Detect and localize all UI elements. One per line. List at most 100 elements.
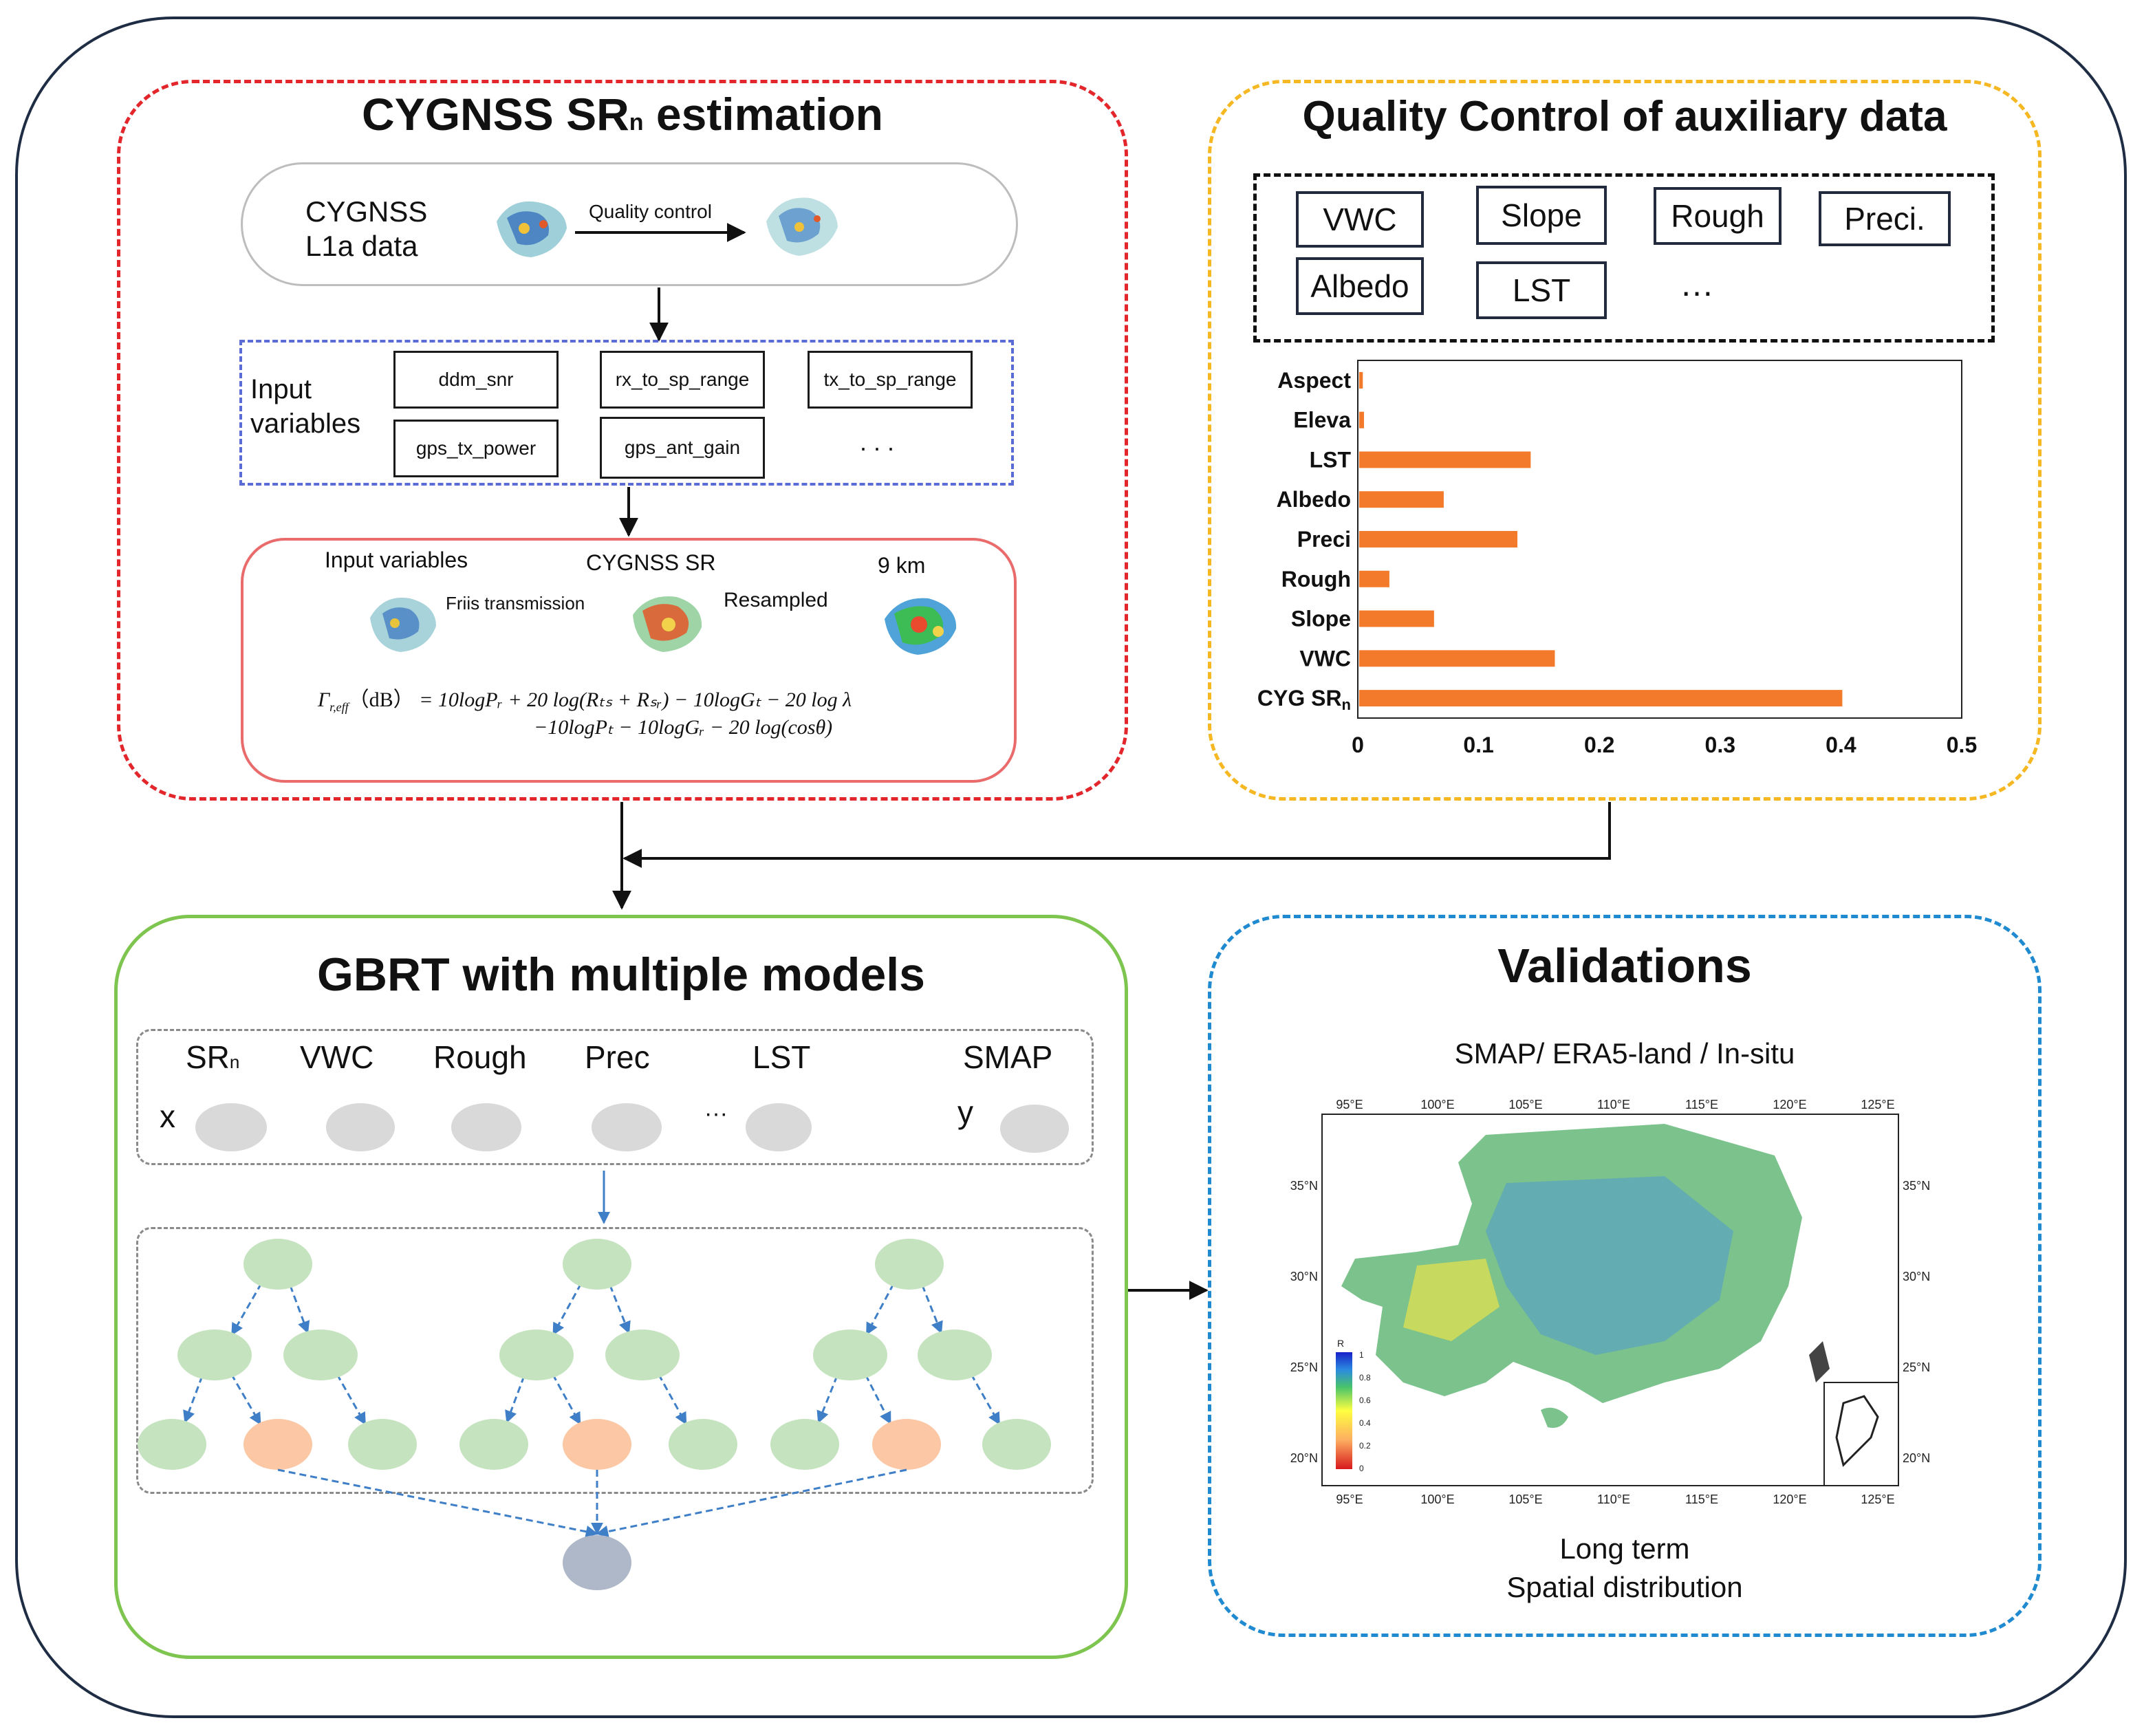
category-label: Eleva (1293, 408, 1351, 433)
tree-root-node (875, 1239, 944, 1290)
l1a-data-block (241, 162, 1018, 286)
resampled-image (885, 598, 957, 655)
gbrt-panel (114, 915, 1128, 1659)
tree-internal-node (283, 1330, 358, 1380)
lon-tick-bottom: 115°E (1685, 1493, 1718, 1506)
step-cygnss-sr: CYGNSS SR (586, 550, 716, 575)
variable-tx-to-sp-range: tx_to_sp_range (808, 351, 973, 409)
lon-tick-bottom: 100°E (1420, 1493, 1454, 1506)
category-label: CYG SRn (1257, 686, 1351, 713)
lat-tick-right: 25°N (1903, 1360, 1930, 1374)
input-variables-block (239, 340, 1014, 486)
qc-swath-image (766, 197, 838, 256)
gbrt-panel-title: GBRT with multiple models (316, 948, 926, 1001)
legend-tick: 0.4 (1359, 1418, 1371, 1428)
qc-panel-title: Quality Control of auxiliary data (1302, 93, 1947, 140)
lon-tick-top: 115°E (1685, 1098, 1718, 1111)
validation-panel (1208, 915, 2042, 1637)
equation-line-1: Γr,eff（dB） = 10logPᵣ + 20 log(Rₜₛ + Rₛᵣ)… (318, 688, 852, 714)
lon-tick-top: 120°E (1773, 1098, 1806, 1111)
taiwan-outline (1809, 1341, 1830, 1382)
legend-title: R (1337, 1338, 1344, 1349)
tree-edge (336, 1374, 367, 1425)
caption-spatial-distribution: Spatial distribution (1506, 1571, 1743, 1603)
validation-map: 95°E95°E100°E100°E105°E105°E110°E110°E11… (1290, 1098, 1930, 1506)
leaf-to-output-edge (277, 1468, 598, 1538)
tree-edge (609, 1284, 631, 1334)
importance-bar (1359, 610, 1434, 627)
tree-internal-node (499, 1330, 574, 1380)
tree-internal-node (605, 1330, 680, 1380)
aux-ellipsis: … (1680, 265, 1714, 303)
x-tick-label: 0.1 (1463, 733, 1493, 757)
x-tick-label: 0.2 (1584, 733, 1614, 757)
tree-edge (865, 1283, 895, 1336)
l1a-swath-image (497, 201, 567, 257)
category-label: Preci (1297, 527, 1351, 552)
quality-control-label: Quality control (589, 201, 712, 222)
variable-gps-ant-gain: gps_ant_gain (600, 417, 765, 479)
tree-internal-node (177, 1330, 252, 1380)
tree-edge (921, 1284, 943, 1334)
tree-leaf-node (770, 1419, 839, 1470)
category-label: VWC (1299, 646, 1351, 671)
lon-tick-top: 125°E (1861, 1098, 1894, 1111)
input-variables-image (370, 597, 436, 652)
legend-tick: 1 (1359, 1350, 1364, 1360)
variable-gps-tx-power: gps_tx_power (393, 420, 559, 477)
outer-frame (15, 17, 2127, 1718)
feature-rough: Rough (433, 1039, 527, 1075)
lat-tick-right: 30°N (1903, 1270, 1930, 1283)
lon-tick-bottom: 105°E (1508, 1493, 1542, 1506)
feature-prec: Prec (585, 1039, 650, 1075)
tree-selected-leaf (563, 1419, 631, 1470)
lon-tick-top: 95°E (1336, 1098, 1363, 1111)
legend-tick: 0 (1359, 1464, 1364, 1473)
lon-tick-top: 110°E (1597, 1098, 1630, 1111)
importance-bar (1359, 411, 1365, 428)
importance-bar (1359, 570, 1389, 587)
caption-long-term: Long term (1559, 1532, 1690, 1565)
plot-frame (1357, 360, 1962, 719)
lat-tick-left: 35°N (1290, 1179, 1318, 1193)
tree-selected-leaf (243, 1419, 312, 1470)
aux-preci: Preci. (1819, 191, 1951, 246)
ensemble-output-node (563, 1535, 631, 1590)
step-9km: 9 km (878, 553, 926, 578)
x-tick-label: 0.4 (1826, 733, 1856, 757)
aux-data-block (1253, 173, 1995, 343)
y-label: y (957, 1094, 973, 1130)
variable-ddm-snr: ddm_snr (393, 351, 559, 409)
legend-tick: 0.8 (1359, 1373, 1371, 1382)
lat-tick-left: 25°N (1290, 1360, 1318, 1374)
input-variables-label-1: Input (250, 374, 312, 404)
legend-tick: 0.2 (1359, 1441, 1371, 1451)
tree-leaf-node (982, 1419, 1051, 1470)
lat-tick-left: 20°N (1290, 1451, 1318, 1465)
cygnss-panel-title: CYGNSS SRn estimation (362, 89, 883, 140)
category-label: LST (1310, 447, 1352, 472)
x-tick-label: 0.3 (1705, 733, 1735, 757)
feature-node-smap (1000, 1105, 1069, 1153)
tree-leaf-node (348, 1419, 417, 1470)
category-label: Slope (1291, 607, 1351, 631)
importance-bar (1359, 451, 1531, 468)
cygnss-estimation-panel (117, 80, 1128, 801)
l1a-label-line1: CYGNSS (305, 195, 428, 228)
inset-islands (1835, 1395, 1879, 1467)
tree-root-node (563, 1239, 631, 1290)
legend-tick: 0.6 (1359, 1396, 1371, 1405)
feature-lst: LST (752, 1039, 811, 1075)
feature-sr: SRn (186, 1039, 240, 1075)
aux-lst: LST (1476, 261, 1607, 319)
aux-rough: Rough (1654, 187, 1782, 245)
tree-selected-leaf (872, 1419, 941, 1470)
importance-bar (1359, 371, 1363, 389)
lon-tick-bottom: 95°E (1336, 1493, 1363, 1506)
validation-panel-title: Validations (1497, 939, 1752, 992)
legend-colorbar (1336, 1352, 1352, 1469)
feature-node-prec (592, 1103, 662, 1151)
sr-processing-block (241, 538, 1017, 783)
category-label: Rough (1281, 567, 1351, 592)
tree-internal-node (813, 1330, 887, 1380)
